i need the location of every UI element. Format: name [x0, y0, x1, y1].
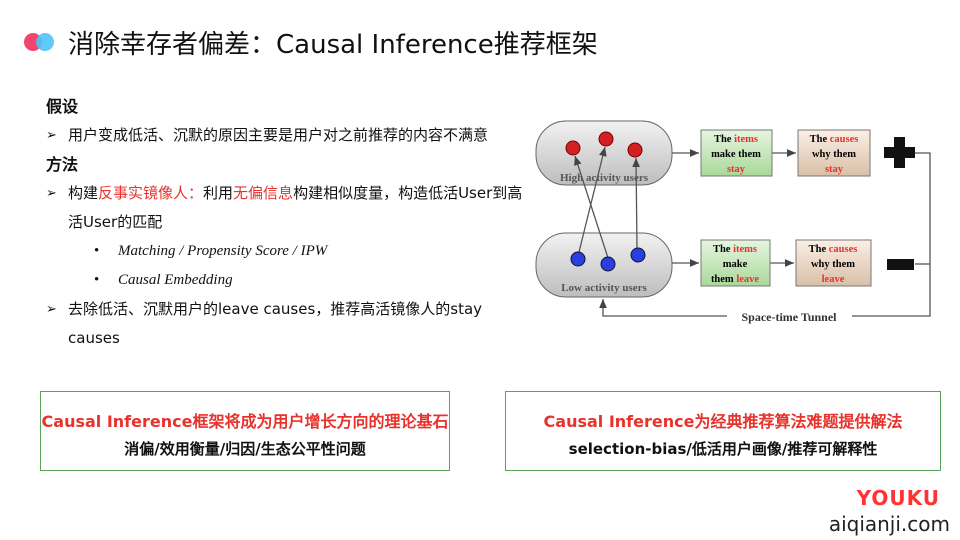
t: items [734, 134, 758, 145]
sub-item: Matching / Propensity Score / IPW [46, 237, 526, 266]
t: why them [812, 149, 856, 160]
svg-text:The items: The items [714, 134, 758, 145]
svg-text:them leave: them leave [711, 274, 759, 285]
assumption-heading: 假设 [46, 97, 79, 116]
t: why them [811, 259, 855, 270]
t: items [733, 244, 757, 255]
box-line1: Causal Inference为经典推荐算法难题提供解法 [543, 412, 903, 431]
t: leave [822, 274, 845, 285]
conclusion-box-right: Causal Inference为经典推荐算法难题提供解法 selection-… [505, 391, 941, 471]
t: The [809, 244, 827, 255]
t: The [713, 244, 731, 255]
t: stay [825, 164, 844, 175]
t: stay [727, 164, 746, 175]
t: make them [711, 149, 761, 160]
method-item-1: 构建反事实镜像人：利用无偏信息构建相似度量，构造低活User到高活User的匹配 [46, 179, 526, 237]
assumption-item: 用户变成低活、沉默的原因主要是用户对之前推荐的内容不满意 [46, 121, 526, 150]
t: The [714, 134, 732, 145]
highlight: 反事实镜像人： [98, 184, 204, 202]
causes-leave-box [795, 239, 872, 287]
page-title: 消除幸存者偏差：Causal Inference推荐框架 [68, 30, 598, 60]
t: make [723, 259, 748, 270]
items-leave-box [700, 239, 771, 287]
t: causes [830, 134, 859, 145]
watermark: aiqianji.com [828, 512, 950, 536]
t: leave [736, 274, 759, 285]
low-users [570, 247, 646, 272]
plus-icon [884, 137, 915, 168]
box-line2: 消偏/效用衡量/归因/生态公平性问题 [124, 440, 366, 458]
conclusion-box-left: Causal Inference框架将成为用户增长方向的理论基石 消偏/效用衡量… [40, 391, 450, 471]
brand-logo: YOUKU [856, 486, 940, 510]
t: causes [829, 244, 858, 255]
svg-text:The causes: The causes [809, 244, 858, 255]
method-heading: 方法 [46, 155, 79, 174]
t: them [711, 274, 734, 285]
low-label: Low activity users [561, 282, 647, 294]
content: 假设 用户变成低活、沉默的原因主要是用户对之前推荐的内容不满意 方法 构建反事实… [46, 92, 526, 353]
text: 构建相似度量，构造低活User到高活User的匹配 [68, 184, 523, 231]
sub-item: Causal Embedding [46, 266, 526, 295]
logo [24, 33, 60, 51]
high-label: High activity users [560, 172, 649, 184]
minus-icon [887, 259, 914, 270]
tunnel-label: Space-time Tunnel [741, 310, 837, 324]
highlight: 无偏信息 [233, 184, 294, 202]
box-line2: selection-bias/低活用户画像/推荐可解释性 [568, 440, 878, 458]
items-stay-box [700, 129, 773, 177]
t: The [810, 134, 828, 145]
box-line1: Causal Inference框架将成为用户增长方向的理论基石 [41, 412, 449, 431]
high-users [565, 131, 643, 158]
text: 利用 [203, 184, 234, 202]
causes-stay-box [797, 129, 871, 177]
text: 构建 [68, 184, 99, 202]
svg-text:The causes: The causes [810, 134, 859, 145]
method-item-2: 去除低活、沉默用户的leave causes，推荐高活镜像人的stay caus… [46, 295, 516, 353]
svg-text:The items: The items [713, 244, 757, 255]
